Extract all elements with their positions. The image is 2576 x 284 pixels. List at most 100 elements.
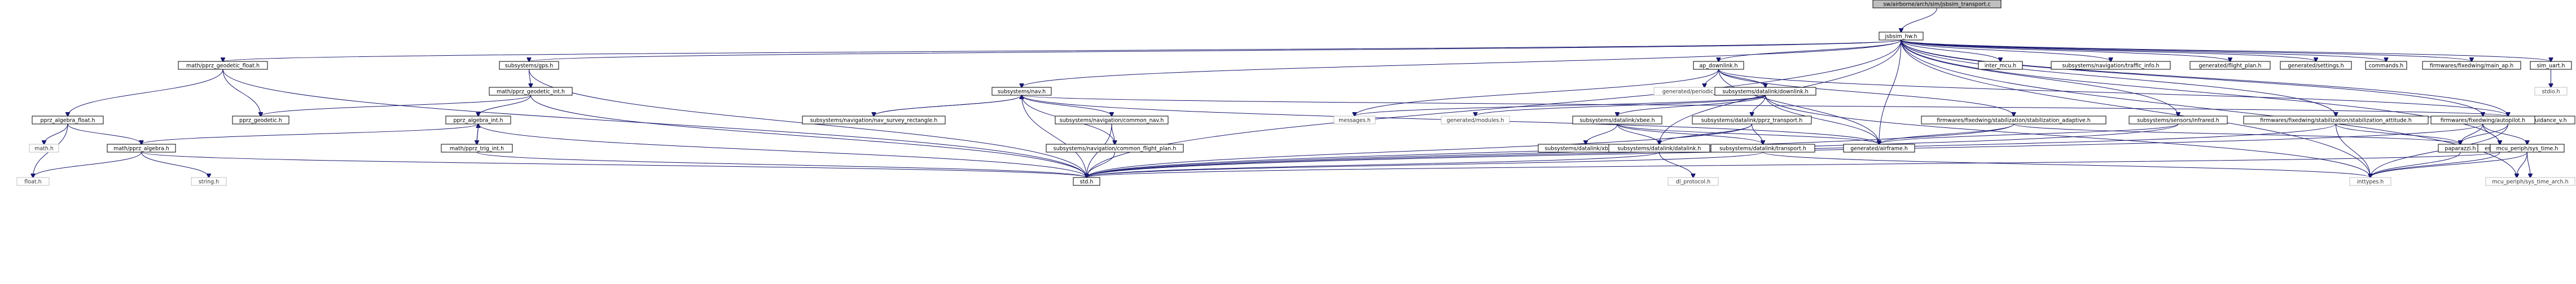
edge-downlink-to-modules [1476,95,1766,116]
edge-jsbsim_hw-to-autopilot [1901,39,2483,116]
node-box-stab_attitude [2243,116,2429,125]
node-label-autopilot: firmwares/fixedwing/autopilot.h [2441,118,2525,124]
node-label-messages: messages.h [1339,118,1371,124]
node-airframe[interactable]: generated/airframe.h [1843,144,1915,153]
node-common_flight_plan[interactable]: subsystems/navigation/common_flight_plan… [1046,144,1184,153]
node-box-string_h [191,177,227,186]
node-label-jsbsim_hw: jsbsim_hw.h [1884,34,1917,40]
node-label-commands: commands.h [2369,63,2403,69]
node-stab_adaptive[interactable]: firmwares/fixedwing/stabilization/stabil… [1921,116,2107,125]
node-settings[interactable]: generated/settings.h [2280,61,2352,70]
node-box-common_nav [1055,116,1169,125]
edge-pprz_trig_int-to-pprz_algebra_int [477,124,479,145]
node-pprz_algebra_float[interactable]: pprz_algebra_float.h [32,116,104,125]
node-label-math_h: math.h [34,146,54,152]
node-autopilot[interactable]: firmwares/fixedwing/autopilot.h [2430,116,2535,125]
node-common_nav[interactable]: subsystems/navigation/common_nav.h [1055,116,1169,125]
edge-nav-to-common_nav [1021,95,1112,116]
node-gps[interactable]: subsystems/gps.h [499,61,559,70]
node-box-dl_protocol [1667,177,1719,186]
node-ap_downlink[interactable]: ap_downlink.h [1693,61,1744,70]
node-label-sim_uart: sim_uart.h [2536,63,2565,69]
node-label-float_h: float.h [24,179,41,185]
node-math_pprz_algebra[interactable]: math/pprz_algebra.h [107,144,176,153]
node-nav[interactable]: subsystems/nav.h [991,87,1052,96]
edge-ap_downlink-to-stab_adaptive [1718,69,2014,116]
edge-jsbsim_hw-to-inter_mcu [1901,39,2000,61]
edge-downlink-to-xbee [1617,95,1766,116]
node-box-std_h [1073,177,1100,186]
node-label-nav_survey: subsystems/navigation/nav_survey_rectang… [810,118,938,124]
node-box-inter_mcu [1978,61,2023,70]
node-pprz_geodetic_int[interactable]: math/pprz_geodetic_int.h [489,87,573,96]
node-downlink[interactable]: subsystems/datalink/downlink.h [1714,87,1816,96]
node-mcu_periph_sys_time[interactable]: mcu_periph/sys_time.h [2490,144,2565,153]
edge-jsbsim_hw-to-gps [529,39,1902,61]
node-box-pprz_transport [1692,116,1812,125]
node-xbee[interactable]: subsystems/datalink/xbee.h [1572,116,1662,125]
node-inttypes: inttypes.h [2349,177,2391,186]
node-main_ap[interactable]: firmwares/fixedwing/main_ap.h [2422,61,2521,70]
node-box-common_flight_plan [1046,144,1184,153]
edge-paparazzi-to-inttypes [2371,152,2461,178]
node-inter_mcu[interactable]: inter_mcu.h [1978,61,2023,70]
node-label-root: sw/airborne/arch/sim/jsbsim_transport.c [1883,2,1990,8]
edge-pprz_geodetic_int-to-pprz_geodetic [261,95,531,116]
node-label-downlink: subsystems/datalink/downlink.h [1722,89,1808,95]
node-stdio: stdio.h [2534,87,2568,96]
node-commands[interactable]: commands.h [2365,61,2407,70]
edge-transport-to-std_h [1087,152,1763,178]
node-pprz_geodetic[interactable]: pprz_geodetic.h [232,116,289,125]
edge-nav-to-std_h [1021,95,1087,178]
edge-nav_survey-to-nav [874,95,1022,117]
node-box-main_ap [2422,61,2521,70]
node-label-pprz_trig_int: math/pprz_trig_int.h [450,146,504,152]
node-label-ap_downlink: ap_downlink.h [1699,63,1737,69]
node-root[interactable]: sw/airborne/arch/sim/jsbsim_transport.c [1872,0,2002,8]
edge-ap_downlink-to-airframe [1718,69,1880,144]
node-label-stdio: stdio.h [2542,89,2560,95]
node-modules: generated/modules.h [1441,116,1510,125]
node-sim_uart[interactable]: sim_uart.h [2530,61,2572,70]
node-label-paparazzi: paparazzi.h [2445,146,2476,152]
node-pprz_trig_int[interactable]: math/pprz_trig_int.h [441,144,513,153]
node-traffic_info[interactable]: subsystems/navigation/traffic_info.h [2051,61,2171,70]
node-transport[interactable]: subsystems/datalink/transport.h [1710,144,1815,153]
edge-autopilot-to-mcu_periph_sys_time [2482,123,2527,144]
node-label-common_flight_plan: subsystems/navigation/common_flight_plan… [1054,146,1177,152]
edge-jsbsim_hw-to-traffic_info [1901,39,2111,61]
node-nav_survey[interactable]: subsystems/navigation/nav_survey_rectang… [802,116,946,125]
node-label-flight_plan: generated/flight_plan.h [2199,63,2262,69]
node-infrared[interactable]: subsystems/sensors/infrared.h [2129,116,2228,125]
node-box-mcu_periph_sys_time [2490,144,2565,153]
node-box-jsbsim_hw [1879,32,1924,41]
edge-ap_downlink-to-messages [1355,69,1719,116]
node-box-sys_time_arch [2485,177,2575,186]
node-paparazzi[interactable]: paparazzi.h [2438,144,2483,153]
edge-pprz_geodetic_float-to-std_h [222,69,1087,178]
node-pprz_algebra_int[interactable]: pprz_algebra_int.h [445,116,511,125]
edge-jsbsim_hw-to-estimator [1901,39,2500,144]
node-stab_attitude[interactable]: firmwares/fixedwing/stabilization/stabil… [2243,116,2429,125]
edge-root-to-jsbsim_hw [1901,7,1937,32]
node-box-infrared [2129,116,2228,125]
node-label-nav: subsystems/nav.h [998,89,1046,95]
node-box-pprz_geodetic_int [489,87,573,96]
node-label-pprz_geodetic: pprz_geodetic.h [239,118,282,124]
node-box-downlink [1714,87,1816,96]
edge-stab_adaptive-to-paparazzi [2013,123,2461,144]
node-box-ap_downlink [1693,61,1744,70]
node-pprz_geodetic_float[interactable]: math/pprz_geodetic_float.h [178,61,268,70]
node-jsbsim_hw[interactable]: jsbsim_hw.h [1879,32,1924,41]
node-std_h[interactable]: std.h [1073,177,1100,186]
node-pprz_transport[interactable]: subsystems/datalink/pprz_transport.h [1692,116,1812,125]
node-box-gps [499,61,559,70]
node-flight_plan[interactable]: generated/flight_plan.h [2189,61,2271,70]
node-float_h: float.h [16,177,50,186]
edge-jsbsim_hw-to-infrared [1901,39,2178,116]
edge-downlink-to-airframe [1765,95,1880,144]
edge-jsbsim_hw-to-airframe [1879,39,1902,144]
node-datalink[interactable]: subsystems/datalink/datalink.h [1608,144,1710,153]
edge-autopilot-to-paparazzi [2460,123,2483,144]
edge-jsbsim_hw-to-main_ap [1901,39,2472,61]
